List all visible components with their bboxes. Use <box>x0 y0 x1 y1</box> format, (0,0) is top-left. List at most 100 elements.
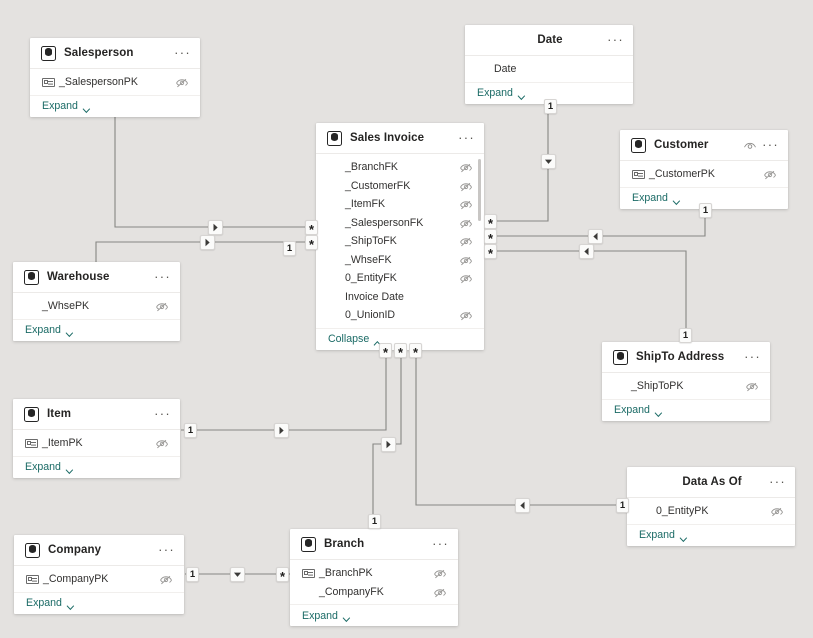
field-row[interactable]: 0_EntityPK <box>627 502 795 521</box>
field-row[interactable]: _CompanyPK <box>14 570 184 589</box>
filter-arrow-warehouse[interactable] <box>200 235 215 250</box>
hidden-eye-icon[interactable] <box>459 161 473 173</box>
hidden-eye-icon[interactable] <box>155 300 169 312</box>
table-card-customer[interactable]: Customer··· _CustomerPK Expand <box>620 130 788 209</box>
table-card-item[interactable]: Item··· _ItemPK Expand <box>13 399 180 478</box>
table-header-company[interactable]: Company··· <box>14 535 184 566</box>
filter-arrow-date[interactable] <box>541 154 556 169</box>
hidden-eye-icon[interactable] <box>155 437 169 449</box>
hidden-eye-icon[interactable] <box>459 198 473 210</box>
filter-arrow-salesperson[interactable] <box>208 220 223 235</box>
table-header-sales-invoice[interactable]: Sales Invoice··· <box>316 123 484 154</box>
more-options-icon[interactable]: ··· <box>154 269 171 284</box>
cardinality-one-shipto[interactable]: 1 <box>679 328 692 343</box>
expand-toggle-customer[interactable]: Expand <box>620 186 788 209</box>
cardinality-one-item[interactable]: 1 <box>184 423 197 438</box>
hidden-eye-icon[interactable] <box>745 380 759 392</box>
table-header-warehouse[interactable]: Warehouse··· <box>13 262 180 293</box>
more-options-icon[interactable]: ··· <box>607 32 624 47</box>
cardinality-many-dataasof[interactable]: * <box>409 343 422 359</box>
table-header-shipto-address[interactable]: ShipTo Address··· <box>602 342 770 373</box>
table-card-sales-invoice[interactable]: Sales Invoice··· _BranchFK_CustomerFK_Ite… <box>316 123 484 350</box>
field-row[interactable]: _CompanyFK <box>290 583 458 602</box>
field-list-scrollbar[interactable] <box>477 159 481 221</box>
field-row[interactable]: _SalespersonFK <box>316 214 484 233</box>
filter-arrow-branch[interactable] <box>381 437 396 452</box>
field-row[interactable]: _CustomerPK <box>620 165 788 184</box>
hidden-eye-icon[interactable] <box>433 586 447 598</box>
field-row[interactable]: _ItemPK <box>13 434 180 453</box>
cardinality-one-customer[interactable]: 1 <box>699 203 712 218</box>
hidden-eye-icon[interactable] <box>459 180 473 192</box>
table-header-salesperson[interactable]: Salesperson··· <box>30 38 200 69</box>
cardinality-many-date[interactable]: * <box>484 214 497 230</box>
hidden-eye-icon[interactable] <box>459 272 473 284</box>
table-card-branch[interactable]: Branch··· _BranchPK_CompanyFK Expand <box>290 529 458 626</box>
expand-toggle-salesperson[interactable]: Expand <box>30 94 200 117</box>
cardinality-one-branch[interactable]: 1 <box>368 514 381 529</box>
more-options-icon[interactable]: ··· <box>432 536 449 551</box>
cardinality-one-dataasof[interactable]: 1 <box>616 498 629 513</box>
hidden-eye-icon[interactable] <box>459 309 473 321</box>
field-row[interactable]: _WhseFK <box>316 251 484 270</box>
more-options-icon[interactable]: ··· <box>769 474 786 489</box>
cardinality-many-branch-company[interactable]: * <box>276 567 289 583</box>
cardinality-one-company[interactable]: 1 <box>186 567 199 582</box>
more-options-icon[interactable]: ··· <box>154 406 171 421</box>
expand-toggle-warehouse[interactable]: Expand <box>13 318 180 341</box>
eye-icon[interactable] <box>743 139 757 151</box>
expand-toggle-shipto-address[interactable]: Expand <box>602 398 770 421</box>
filter-arrow-shipto[interactable] <box>579 244 594 259</box>
hidden-eye-icon[interactable] <box>459 235 473 247</box>
field-row[interactable]: _ShipToFK <box>316 232 484 251</box>
expand-toggle-branch[interactable]: Expand <box>290 604 458 626</box>
filter-arrow-item[interactable] <box>274 423 289 438</box>
field-row[interactable]: _BranchFK <box>316 158 484 177</box>
table-header-item[interactable]: Item··· <box>13 399 180 430</box>
field-row[interactable]: 0_EntityFK <box>316 269 484 288</box>
cardinality-many-customer[interactable]: * <box>484 229 497 245</box>
filter-arrow-customer[interactable] <box>588 229 603 244</box>
field-row[interactable]: Invoice Date <box>316 288 484 307</box>
expand-toggle-date[interactable]: Expand <box>465 81 633 104</box>
field-row[interactable]: _CustomerFK <box>316 177 484 196</box>
cardinality-many-branch[interactable]: * <box>394 343 407 359</box>
hidden-eye-icon[interactable] <box>159 573 173 585</box>
filter-arrow-dataasof[interactable] <box>515 498 530 513</box>
hidden-eye-icon[interactable] <box>175 76 189 88</box>
table-header-date[interactable]: Date··· <box>465 25 633 56</box>
more-options-icon[interactable]: ··· <box>458 130 475 145</box>
more-options-icon[interactable]: ··· <box>744 349 761 364</box>
table-card-salesperson[interactable]: Salesperson··· _SalespersonPK Expand <box>30 38 200 117</box>
cardinality-many-warehouse[interactable]: * <box>305 235 318 251</box>
more-options-icon[interactable]: ··· <box>762 137 779 152</box>
expand-toggle-data-as-of[interactable]: Expand <box>627 523 795 546</box>
field-row[interactable]: _BranchPK <box>290 564 458 583</box>
expand-toggle-company[interactable]: Expand <box>14 591 184 614</box>
cardinality-many-salesperson[interactable]: * <box>305 220 318 236</box>
field-row[interactable]: Date <box>465 60 633 79</box>
hidden-eye-icon[interactable] <box>459 254 473 266</box>
filter-arrow-company[interactable] <box>230 567 245 582</box>
hidden-eye-icon[interactable] <box>770 505 784 517</box>
table-header-customer[interactable]: Customer··· <box>620 130 788 161</box>
hidden-eye-icon[interactable] <box>459 217 473 229</box>
field-row[interactable]: 0_UnionID <box>316 306 484 325</box>
field-row[interactable]: _WhsePK <box>13 297 180 316</box>
cardinality-many-shipto[interactable]: * <box>484 244 497 260</box>
hidden-eye-icon[interactable] <box>433 567 447 579</box>
table-header-branch[interactable]: Branch··· <box>290 529 458 560</box>
table-card-warehouse[interactable]: Warehouse··· _WhsePK Expand <box>13 262 180 341</box>
expand-toggle-item[interactable]: Expand <box>13 455 180 478</box>
hidden-eye-icon[interactable] <box>763 168 777 180</box>
more-options-icon[interactable]: ··· <box>174 45 191 60</box>
field-row[interactable]: _SalespersonPK <box>30 73 200 92</box>
table-header-data-as-of[interactable]: Data As Of··· <box>627 467 795 498</box>
cardinality-one-warehouse[interactable]: 1 <box>283 241 296 256</box>
cardinality-one-date[interactable]: 1 <box>544 99 557 114</box>
cardinality-many-item[interactable]: * <box>379 343 392 359</box>
field-row[interactable]: _ItemFK <box>316 195 484 214</box>
